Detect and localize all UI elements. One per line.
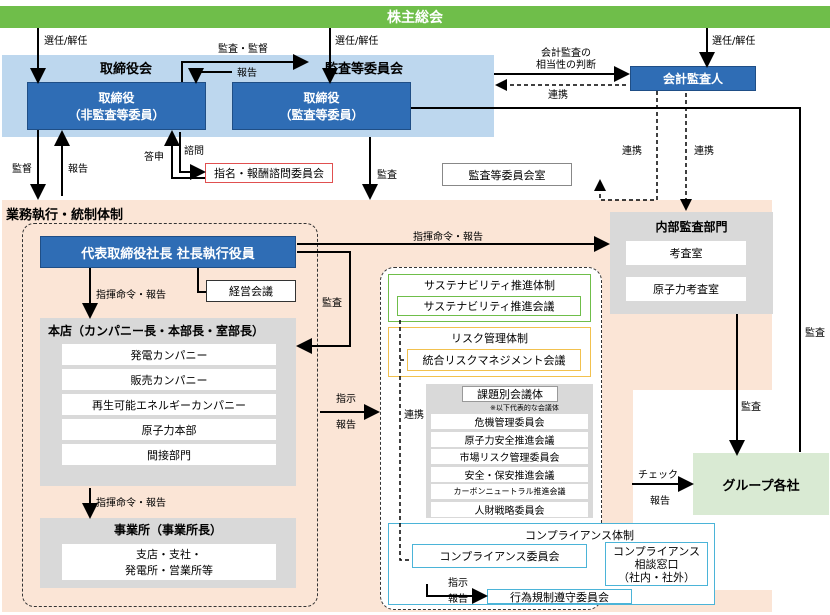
- report-label-2: 報告: [68, 164, 88, 175]
- management-link: [197, 268, 206, 293]
- group-companies-box: グループ各社: [693, 453, 829, 515]
- issue-meetings-box: 課題別会議体: [462, 386, 558, 402]
- command-report-label-2: 指揮命令・報告: [96, 290, 166, 301]
- report-label-4: 報告: [650, 496, 670, 507]
- audit-supervise-label: 監査・監督: [218, 44, 268, 55]
- audit-label-3: 監査: [741, 402, 761, 413]
- head-office-label: 本店（カンパニー長・本部長・室部長）: [48, 324, 265, 338]
- report-label-3: 報告: [336, 420, 356, 431]
- issue-item: 安全・保安推進会議: [431, 466, 588, 482]
- audit-arrow-4: [411, 107, 801, 452]
- issue-item: カーボンニュートラル推進会議: [431, 484, 588, 499]
- issue-note: ※以下代表的な会議体: [490, 404, 559, 412]
- cooperation-label-3: 連携: [548, 90, 568, 101]
- sustainability-region: [388, 274, 591, 322]
- nuclear-audit-office-box: 原子力考査室: [626, 277, 746, 301]
- risk-system-label: リスク管理体制: [451, 332, 528, 345]
- cooperation-label-1: 連携: [622, 146, 642, 157]
- sustainability-meeting-box: サステナビリティ推進会議: [397, 296, 581, 316]
- risk-meeting-box: 統合リスクマネジメント会議: [407, 349, 581, 371]
- sustainability-system-label: サステナビリティ推進体制: [423, 279, 556, 292]
- president-box: 代表取締役社長 社長執行役員: [40, 236, 296, 268]
- elect-label-2: 選任/解任: [335, 36, 379, 47]
- head-office-item: 間接部門: [62, 444, 276, 465]
- cooperation-label-2: 連携: [694, 146, 714, 157]
- audit-label-2: 監査: [322, 298, 342, 309]
- issue-item: 原子力安全推進会議: [431, 431, 588, 447]
- accounting-validity-label: 会計監査の 相当性の判断: [536, 48, 596, 71]
- director-audit-box: 取締役 （監査等委員）: [232, 82, 411, 130]
- audit-arrow-2: [296, 251, 351, 354]
- audit-supervise-arrow: [181, 54, 309, 82]
- nomination-committee-box: 指名・報酬諮問委員会: [205, 163, 333, 183]
- agm-box: 株主総会: [0, 6, 830, 28]
- instruct-arrow-2: [426, 584, 488, 604]
- consult-arrow: [179, 132, 206, 180]
- agm-label: 株主総会: [387, 10, 443, 26]
- accounting-auditor-box: 会計監査人: [630, 66, 756, 91]
- report-label-5: 報告: [448, 594, 468, 605]
- instruct-label-1: 指示: [336, 394, 356, 405]
- board-label: 取締役会: [100, 62, 153, 77]
- management-meeting-box: 経営会議: [206, 280, 296, 302]
- report-arrow-1: [188, 68, 232, 84]
- audit-label-1: 監査: [377, 170, 397, 181]
- audit-label-4: 監査: [805, 328, 825, 339]
- branch-items-box: 支店・支社・ 発電所・営業所等: [62, 544, 276, 580]
- supervise-label: 監督: [12, 164, 32, 175]
- issue-item: 危機管理委員会: [431, 414, 588, 429]
- internal-audit-label: 内部監査部門: [655, 220, 728, 234]
- risk-region: [388, 327, 591, 377]
- command-report-label-3: 指揮命令・報告: [96, 498, 166, 509]
- answer-label: 答申: [144, 152, 164, 163]
- execution-dashed-container: [22, 223, 318, 607]
- head-office-item: 原子力本部: [62, 419, 276, 440]
- compliance-region: [388, 523, 715, 605]
- report-label-1: 報告: [237, 68, 257, 79]
- issue-item: 市場リスク管理委員会: [431, 449, 588, 464]
- audit-office-box: 考査室: [626, 241, 746, 265]
- head-office-item: 販売カンパニー: [62, 369, 276, 390]
- execution-system-label: 業務執行・統制体制: [6, 208, 124, 223]
- compliance-desk-box: コンプライアンス 相談窓口 （社内・社外）: [605, 542, 708, 586]
- cooperation-arrow-1: [594, 91, 658, 201]
- elect-label-1: 選任/解任: [44, 36, 88, 47]
- issue-item: 人財戦略委員会: [431, 501, 588, 517]
- audit-committee-label: 監査等委員会: [325, 62, 404, 77]
- compliance-system-label: コンプライアンス体制: [525, 529, 635, 542]
- instruct-label-2: 指示: [448, 578, 468, 589]
- cooperation-label-4: 連携: [404, 410, 424, 421]
- cooperation-line-4: [399, 320, 409, 561]
- audit-committee-office-box: 監査等委員会室: [442, 163, 572, 186]
- head-office-item: 再生可能エネルギーカンパニー: [62, 394, 276, 415]
- head-office-item: 発電カンパニー: [62, 344, 276, 365]
- command-report-label-1: 指揮命令・報告: [413, 232, 483, 243]
- director-non-audit-box: 取締役 （非監査等委員）: [27, 82, 206, 130]
- check-label: チェック: [638, 470, 678, 481]
- consult-label: 諮問: [184, 146, 204, 157]
- branch-office-label: 事業所（事業所長）: [113, 523, 222, 537]
- elect-label-3: 選任/解任: [712, 36, 756, 47]
- compliance-committee-box: コンプライアンス委員会: [412, 544, 587, 568]
